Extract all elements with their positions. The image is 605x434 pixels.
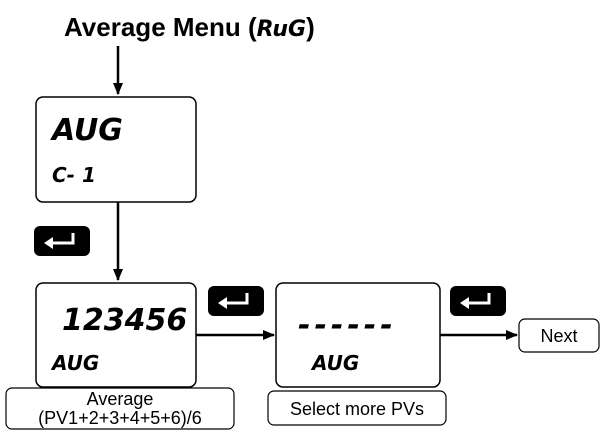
screen3-line2: AUG	[310, 351, 359, 375]
next-box: Next	[518, 318, 600, 353]
display-screen-2: 123456 AUG	[35, 282, 197, 388]
caption-select-more-pvs: Select more PVs	[267, 390, 447, 426]
enter-key-icon	[34, 226, 90, 256]
diagram-title: Average Menu (RuG)	[64, 12, 315, 42]
enter-key-icon	[450, 286, 506, 316]
screen1-line2: C- 1	[52, 163, 96, 187]
screen3-line1: ------	[298, 308, 397, 343]
caption-average-line2: (PV1+2+3+4+5+6)/6	[38, 408, 202, 428]
screen2-line2: AUG	[50, 351, 99, 375]
enter-key-icon	[208, 286, 264, 316]
screen1-line1: AUG	[50, 113, 123, 148]
caption-average: Average (PV1+2+3+4+5+6)/6	[5, 387, 235, 430]
caption-select-label: Select more PVs	[290, 399, 424, 419]
next-label: Next	[540, 326, 577, 346]
screen2-line1: 123456	[62, 303, 187, 338]
caption-average-line1: Average	[87, 389, 154, 409]
display-screen-1: AUG C- 1	[35, 96, 197, 203]
title-close: )	[306, 12, 315, 42]
display-screen-3: ------ AUG	[275, 282, 441, 388]
title-text: Average Menu (	[64, 12, 257, 42]
title-code: RuG	[257, 17, 306, 42]
